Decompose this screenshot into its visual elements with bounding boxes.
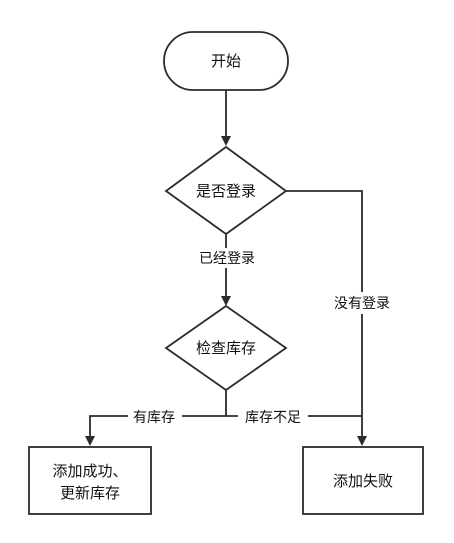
success-node: 添加成功、 更新库存 <box>28 446 152 515</box>
start-node: 开始 <box>163 31 289 91</box>
edge-in-stock-label: 有库存 <box>133 410 175 426</box>
fail-node: 添加失败 <box>302 446 424 515</box>
edge-out-of-stock-label: 库存不足 <box>245 410 301 426</box>
success-node-shape <box>28 446 152 515</box>
success-node-label-line2: 更新库存 <box>60 484 120 502</box>
success-node-label: 添加成功、 <box>52 462 127 480</box>
check-stock-decision: 检查库存 <box>164 304 288 392</box>
edge-logged-in-label: 已经登录 <box>199 251 255 267</box>
check-login-decision: 是否登录 <box>164 145 288 236</box>
fail-node-shape <box>302 446 424 515</box>
edge-not-logged-in <box>286 190 367 446</box>
start-node-label: 开始 <box>211 52 241 70</box>
check-stock-label: 检查库存 <box>196 339 256 357</box>
check-login-label: 是否登录 <box>196 182 256 200</box>
edge-not-logged-in-label: 没有登录 <box>334 296 390 312</box>
fail-node-label: 添加失败 <box>333 472 393 490</box>
